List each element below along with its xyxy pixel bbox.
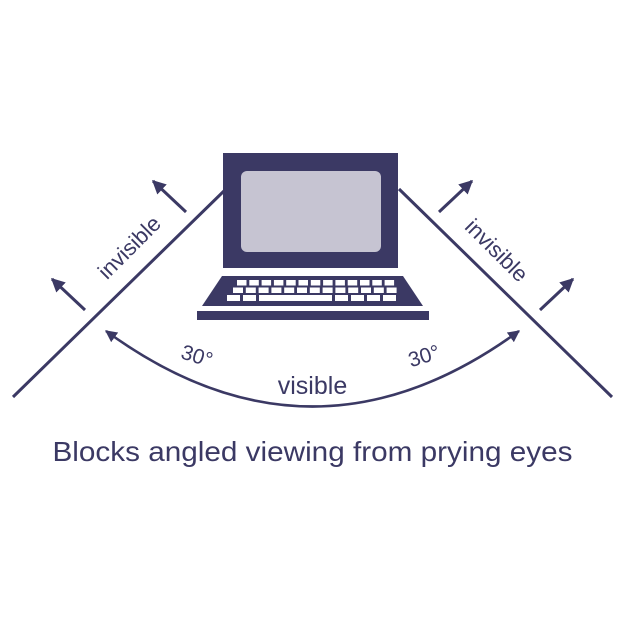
caption: Blocks angled viewing from prying eyes bbox=[53, 436, 573, 467]
invisible-label-right: invisible bbox=[460, 214, 533, 287]
visible-angle-arc bbox=[105, 329, 520, 408]
invisible-arrow-right-lower-icon bbox=[538, 277, 575, 312]
laptop-screen bbox=[241, 171, 381, 252]
privacy-boundary-line-left bbox=[11, 187, 228, 399]
invisible-label-left: invisible bbox=[93, 211, 166, 284]
invisible-arrow-left-upper-icon bbox=[151, 179, 188, 214]
angle-label-right: 30° bbox=[406, 341, 443, 372]
laptop-base bbox=[197, 311, 429, 320]
laptop-spacebar-key bbox=[259, 295, 332, 301]
privacy-boundary-line-right bbox=[397, 187, 614, 399]
angle-label-left: 30° bbox=[178, 341, 215, 372]
laptop-keys bbox=[227, 280, 397, 301]
laptop-icon bbox=[197, 153, 429, 320]
invisible-arrow-left-lower-icon bbox=[50, 277, 87, 312]
visible-label: visible bbox=[278, 372, 347, 400]
invisible-arrow-right-upper-icon bbox=[437, 179, 474, 214]
